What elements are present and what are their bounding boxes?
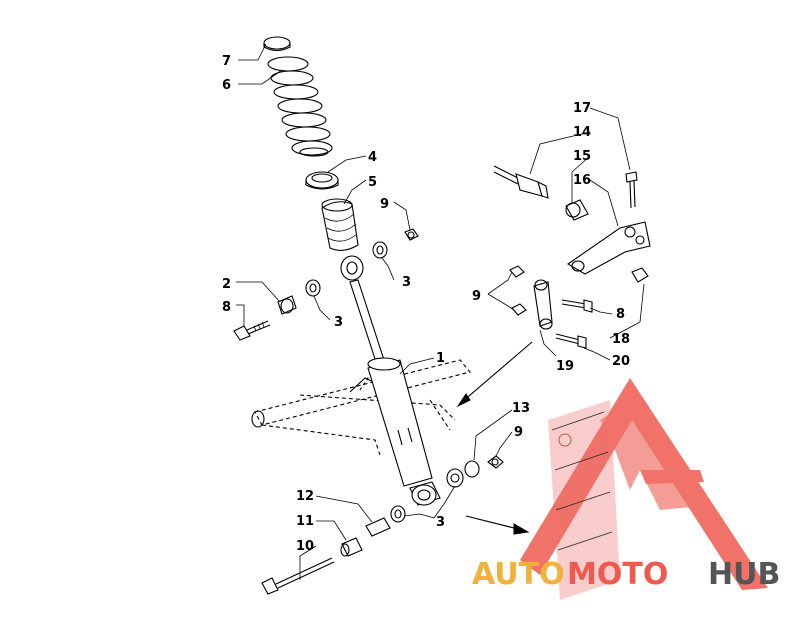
automotohub-watermark-logo [520, 378, 768, 600]
link-bolt-upper [561, 299, 593, 313]
a-arm-frame [251, 359, 471, 456]
automotohub-watermark-text: AUTO MOTO HUB [472, 557, 780, 592]
watermark-moto: MOTO [567, 557, 668, 592]
lower-arm-nut [631, 267, 649, 283]
callout-13: 13 [512, 401, 530, 416]
callout-14: 14 [573, 125, 591, 140]
lower-washer-right [446, 460, 480, 488]
callout-1: 1 [436, 351, 445, 366]
spring-retainer [263, 36, 291, 52]
bellcrank-arm [566, 221, 651, 275]
long-bolt [261, 557, 335, 595]
watermark-auto: AUTO [472, 557, 565, 592]
callout-8-right: 8 [616, 307, 625, 322]
callout-3-lower: 3 [436, 515, 445, 530]
callout-18: 18 [612, 332, 630, 347]
link-nut-top [509, 265, 525, 278]
spring-seat [305, 171, 339, 190]
coil-spring [267, 56, 333, 157]
callout-4: 4 [368, 150, 377, 165]
callout-10: 10 [296, 539, 314, 554]
link-bolt-lower [555, 333, 587, 349]
callout-9-upper: 9 [380, 197, 389, 212]
callout-16: 16 [573, 173, 591, 188]
callout-3-upper-left: 3 [334, 315, 343, 330]
callout-19: 19 [556, 359, 574, 374]
vertical-bolt [625, 171, 638, 209]
cable [493, 165, 549, 199]
lower-washer-left [390, 505, 406, 523]
lower-nut [487, 455, 504, 469]
upper-washer-right [372, 241, 388, 259]
lower-bushing [340, 537, 363, 557]
callout-20: 20 [612, 354, 630, 369]
link-nut-bottom [511, 303, 527, 316]
callout-labels: 7 6 4 5 9 3 2 8 3 1 13 9 3 12 11 10 17 1… [222, 54, 630, 554]
callout-9-middle: 9 [472, 289, 481, 304]
watermark-hub: HUB [708, 557, 780, 592]
direction-arrows [456, 341, 533, 535]
callout-5: 5 [368, 175, 377, 190]
leader-lines [236, 43, 645, 580]
upper-washer-left [305, 279, 321, 297]
callout-12: 12 [296, 489, 314, 504]
callout-7: 7 [222, 54, 231, 69]
callout-11: 11 [296, 514, 314, 529]
callout-17: 17 [573, 101, 591, 116]
link-rod [533, 279, 553, 330]
link-bushing [565, 199, 589, 221]
upper-nut [404, 228, 419, 241]
callout-8-left: 8 [222, 300, 231, 315]
callout-15: 15 [573, 149, 591, 164]
upper-sleeve [277, 295, 297, 315]
upper-bolt [233, 320, 271, 341]
lower-sleeve [365, 517, 391, 537]
shock-absorber [340, 255, 441, 506]
callout-3-upper-right: 3 [402, 275, 411, 290]
callout-9-lower: 9 [514, 425, 523, 440]
callout-6: 6 [222, 78, 231, 93]
bump-stop [321, 198, 359, 251]
callout-2: 2 [222, 277, 231, 292]
